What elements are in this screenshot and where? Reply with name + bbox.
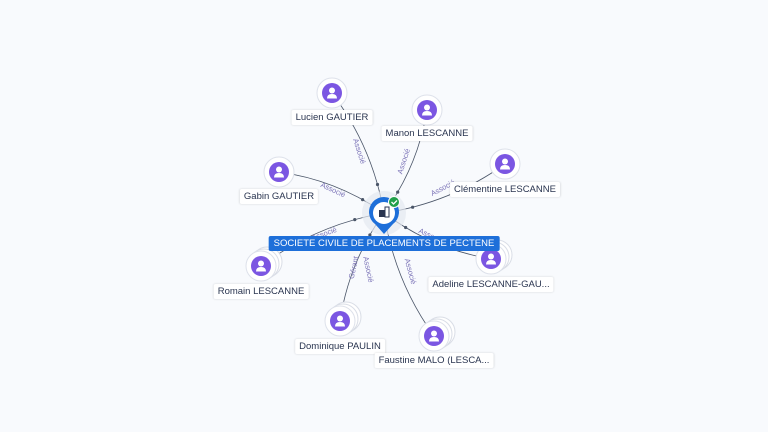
check-badge-icon bbox=[388, 196, 400, 208]
person-node[interactable] bbox=[245, 246, 283, 282]
edge-relation-label: Associé bbox=[361, 256, 375, 284]
person-icon bbox=[500, 158, 510, 170]
edge-relation-label: Associé bbox=[395, 147, 412, 175]
edge-relation-label: Associé bbox=[403, 258, 418, 286]
person-node[interactable] bbox=[489, 148, 521, 180]
person-icon bbox=[422, 104, 432, 116]
edge-relation-label: Associé bbox=[319, 180, 347, 199]
person-node[interactable] bbox=[324, 301, 362, 337]
person-name-label[interactable]: Romain LESCANNE bbox=[213, 284, 309, 299]
edge-relation-label: Associé bbox=[351, 137, 368, 165]
person-name-label[interactable]: Manon LESCANNE bbox=[381, 126, 473, 141]
edge-relation-label: Gérant bbox=[347, 254, 361, 279]
edge-arrow bbox=[353, 217, 357, 222]
person-node[interactable] bbox=[316, 77, 348, 109]
person-node[interactable] bbox=[411, 94, 443, 126]
person-name-label[interactable]: Lucien GAUTIER bbox=[291, 110, 373, 125]
person-name-label[interactable]: Gabin GAUTIER bbox=[239, 189, 319, 204]
edge-arrow bbox=[375, 182, 380, 187]
edge-arrow bbox=[396, 190, 400, 194]
person-node[interactable] bbox=[263, 156, 295, 188]
person-icon bbox=[486, 253, 496, 265]
edge-arrow bbox=[404, 225, 408, 230]
building-icon bbox=[379, 206, 390, 218]
edge-arrow bbox=[411, 205, 415, 209]
person-icon bbox=[274, 166, 284, 178]
edge-arrow bbox=[360, 198, 365, 202]
person-name-label[interactable]: Dominique PAULIN bbox=[295, 339, 385, 354]
company-node[interactable] bbox=[362, 191, 406, 235]
person-name-label[interactable]: Adeline LESCANNE-GAU... bbox=[428, 277, 554, 292]
company-name-label[interactable]: SOCIETE CIVILE DE PLACEMENTS DE PECTENE bbox=[268, 236, 500, 251]
person-name-label[interactable]: Clémentine LESCANNE bbox=[450, 182, 560, 197]
person-node[interactable] bbox=[418, 316, 456, 352]
person-name-label[interactable]: Faustine MALO (LESCA... bbox=[374, 353, 494, 368]
person-icon bbox=[429, 330, 439, 342]
edge-arrow bbox=[368, 233, 372, 237]
person-icon bbox=[256, 260, 266, 272]
person-icon bbox=[327, 87, 337, 99]
person-icon bbox=[335, 315, 345, 327]
